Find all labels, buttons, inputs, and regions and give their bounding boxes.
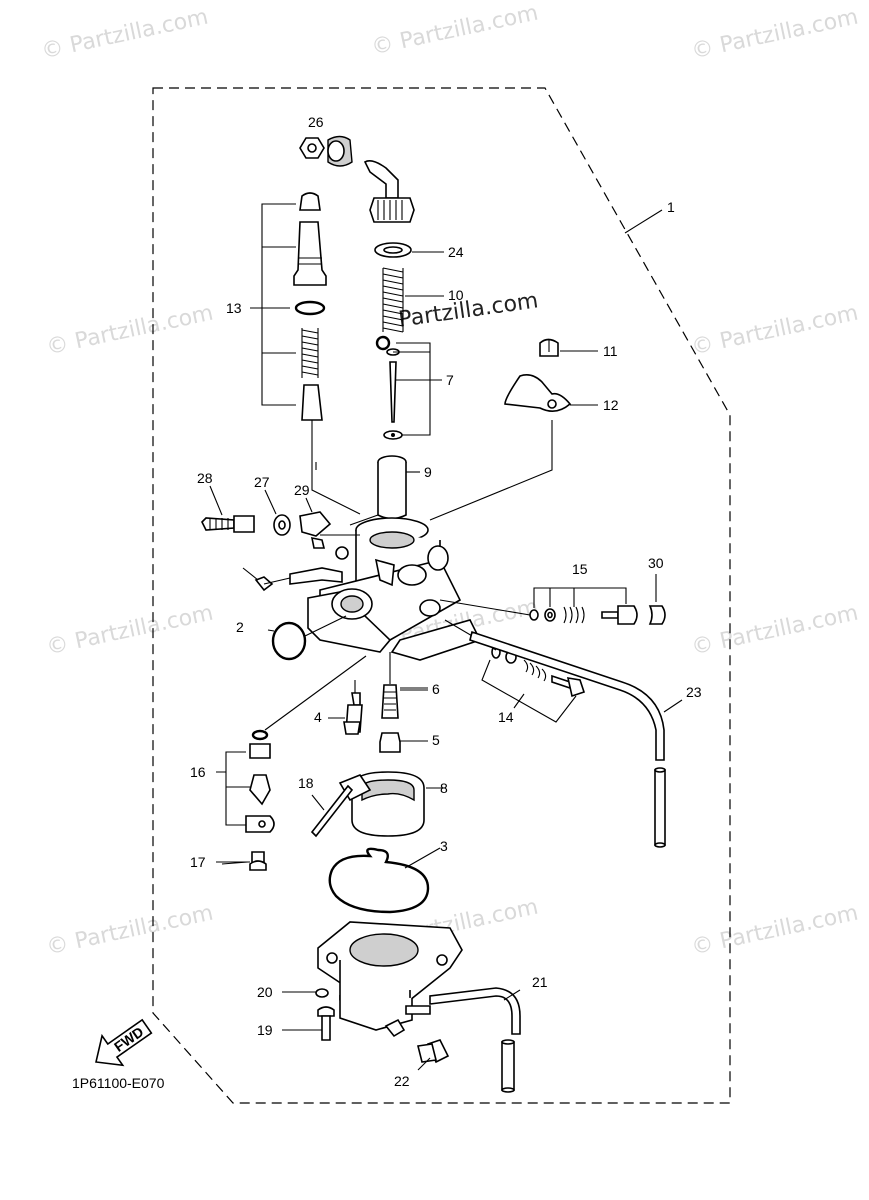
part-17-screw [249, 851, 267, 871]
callout-26: 26 [308, 114, 324, 130]
part-30-cap [648, 605, 666, 625]
callout-29: 29 [294, 482, 310, 498]
air-vent-pipe [289, 567, 343, 585]
part-21-drain-hose [429, 987, 521, 1093]
part-18-float-pin [310, 784, 354, 838]
callout-17: 17 [190, 854, 206, 870]
part-28-pilot-screw [201, 515, 255, 533]
callout-20: 20 [257, 984, 273, 1000]
part-10-throttle-spring [382, 267, 404, 333]
carburetor-body [307, 517, 482, 661]
callout-18: 18 [298, 775, 314, 791]
float-chamber [317, 921, 463, 1031]
callout-6: 6 [432, 681, 440, 697]
part-25-screw [254, 576, 291, 592]
callout-21: 21 [532, 974, 548, 990]
callout-7: 7 [446, 372, 454, 388]
part-15-throttle-stop-screw-set [529, 605, 638, 625]
part-9-throttle-valve [377, 455, 407, 520]
callout-11: 11 [603, 343, 618, 359]
callout-8: 8 [440, 780, 448, 796]
callout-23: 23 [686, 684, 702, 700]
callout-12: 12 [603, 397, 619, 413]
callout-24: 24 [448, 244, 464, 260]
callout-9: 9 [424, 464, 432, 480]
callout-10: 10 [448, 287, 464, 303]
callout-1: 1 [667, 199, 675, 215]
diagram-code: 1P61100-E070 [72, 1075, 165, 1091]
part-23-hose [469, 630, 666, 848]
callout-13: 13 [226, 300, 242, 316]
callout-3: 3 [440, 838, 448, 854]
part-26-nut-and-cap [299, 135, 353, 167]
part-2-o-ring [271, 621, 307, 661]
part-27-washer [273, 514, 291, 536]
part-29-clip [299, 511, 332, 549]
part-13-bracket [250, 203, 296, 406]
part-8-float [338, 771, 425, 837]
part-13-starter-plunger-set [293, 192, 327, 465]
callout-4: 4 [314, 709, 322, 725]
assembly-outline [152, 87, 731, 1104]
part-5-main-jet [379, 732, 401, 753]
part-22-drain-screw [384, 1018, 450, 1064]
callout-5: 5 [432, 732, 440, 748]
callout-19: 19 [257, 1022, 273, 1038]
callout-2: 2 [236, 619, 244, 635]
callout-22: 22 [394, 1073, 410, 1089]
part-16-needle-valve-set [245, 729, 275, 833]
part-12-throttle-stop-plate [504, 374, 572, 412]
part-4-pilot-jet [343, 692, 363, 735]
part-20-washer [315, 988, 329, 998]
callout-30: 30 [648, 555, 664, 571]
part-11-screw [539, 338, 559, 357]
callout-15: 15 [572, 561, 588, 577]
fwd-arrow-icon: FWD [95, 1018, 153, 1067]
part-3-gasket [328, 847, 430, 914]
callout-14: 14 [498, 709, 514, 725]
callout-27: 27 [254, 474, 270, 490]
part-19-screw [317, 1006, 335, 1041]
part-6-needle-jet [381, 684, 399, 719]
callout-16: 16 [190, 764, 206, 780]
callout-28: 28 [197, 470, 213, 486]
carburetor-top-cap [363, 160, 415, 223]
